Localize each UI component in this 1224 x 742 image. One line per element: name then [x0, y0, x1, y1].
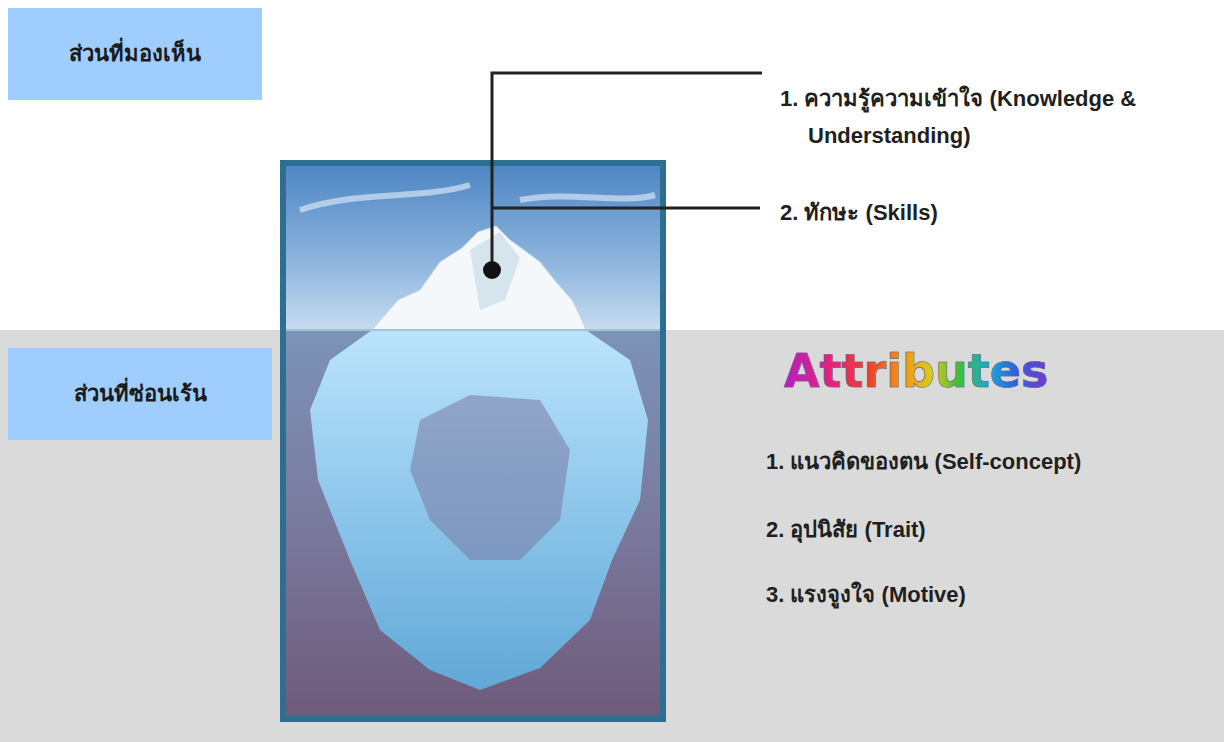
iceberg-tip	[372, 226, 586, 330]
sky	[286, 166, 660, 330]
leader-line	[492, 73, 762, 270]
region-label-box: ส่วนที่ซ่อนเร้น	[8, 348, 272, 440]
label-text: 1. แนวคิดของตน (Self-concept)	[766, 443, 1081, 480]
label-text: 2. อุปนิสัย (Trait)	[766, 511, 926, 548]
label-text: 3. แรงจูงใจ (Motive)	[766, 576, 966, 613]
leader-line	[492, 207, 760, 210]
hidden-band	[0, 330, 1224, 742]
picture-frame	[280, 160, 666, 722]
leader-dot	[483, 261, 501, 279]
attributes-heading: Attributes	[784, 344, 1048, 399]
region-label: ส่วนที่ซ่อนเร้น	[74, 380, 207, 409]
region-label-box: ส่วนที่มองเห็น	[8, 8, 262, 100]
iceberg-underwater	[310, 330, 648, 690]
label-text: 1. ความรู้ความเข้าใจ (Knowledge & Unders…	[780, 80, 1218, 155]
sea	[286, 330, 660, 716]
label-text: 2. ทักษะ (Skills)	[780, 194, 938, 231]
region-label: ส่วนที่มองเห็น	[69, 40, 201, 69]
